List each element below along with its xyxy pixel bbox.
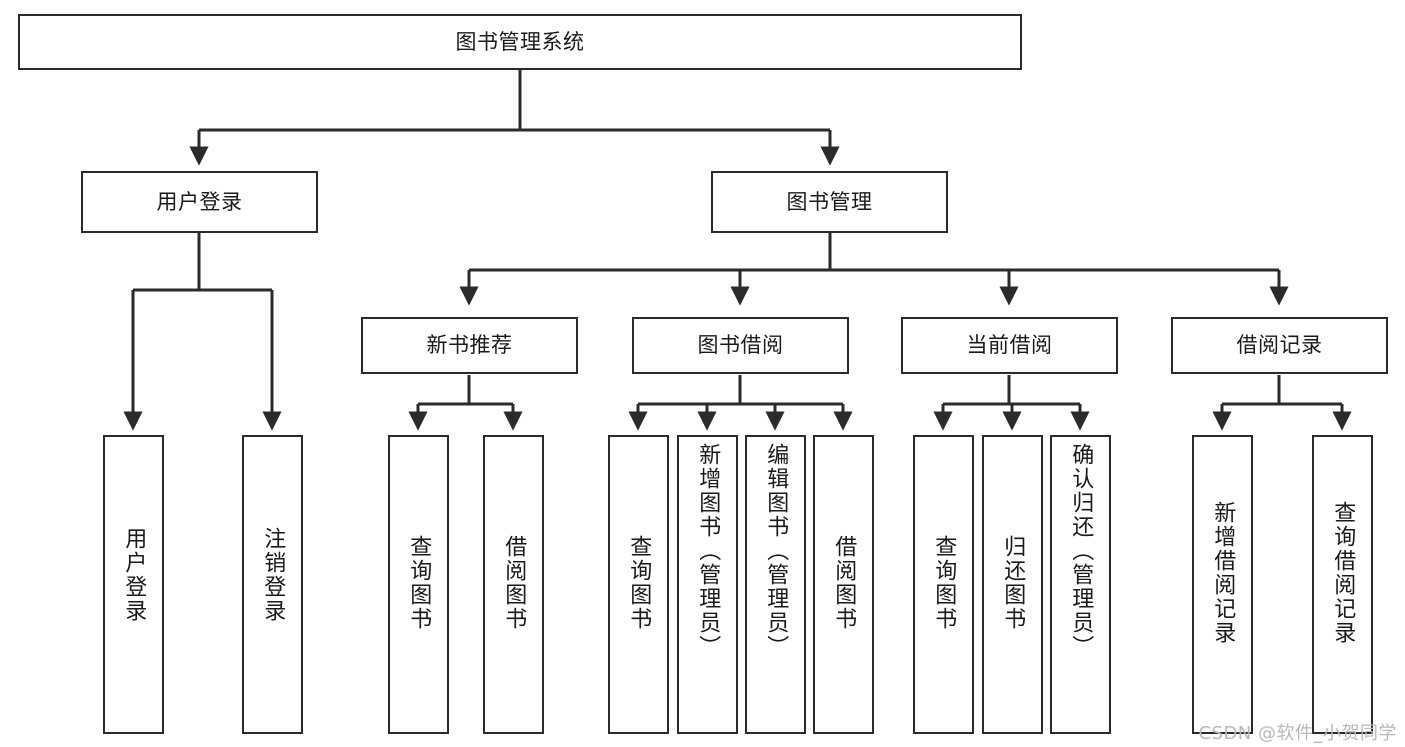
leaf-borrow-query-books[interactable]: 查询图书 bbox=[608, 435, 669, 734]
node-label: 注销登录 bbox=[260, 527, 286, 623]
node-label: 新增借阅记录 bbox=[1210, 501, 1236, 645]
leaf-current-confirm-return-admin[interactable]: 确认归还（管理员） bbox=[1050, 435, 1111, 734]
node-label: 用户登录 bbox=[156, 189, 243, 214]
node-label: 编辑图书（管理员） bbox=[763, 443, 789, 659]
node-label: 借阅记录 bbox=[1236, 333, 1323, 358]
node-label: 借阅图书 bbox=[501, 535, 527, 631]
leaf-borrow-edit-book-admin[interactable]: 编辑图书（管理员） bbox=[745, 435, 806, 734]
leaf-borrow-add-book-admin[interactable]: 新增图书（管理员） bbox=[677, 435, 738, 734]
leaf-borrow-borrow-books[interactable]: 借阅图书 bbox=[813, 435, 874, 734]
node-label: 借阅图书 bbox=[831, 535, 857, 631]
leaf-user-login[interactable]: 用户登录 bbox=[103, 435, 164, 734]
node-user-login[interactable]: 用户登录 bbox=[81, 171, 318, 233]
node-label: 图书借阅 bbox=[697, 333, 784, 358]
node-label: 用户登录 bbox=[121, 527, 147, 623]
watermark-text: CSDN @软件_小贺同学 bbox=[1198, 723, 1397, 744]
leaf-logout[interactable]: 注销登录 bbox=[242, 435, 303, 734]
leaf-newbook-query-books[interactable]: 查询图书 bbox=[388, 435, 449, 734]
node-borrow-record[interactable]: 借阅记录 bbox=[1171, 317, 1388, 374]
leaf-newbook-borrow-books[interactable]: 借阅图书 bbox=[483, 435, 544, 734]
node-label: 归还图书 bbox=[1000, 535, 1026, 631]
leaf-current-query-books[interactable]: 查询图书 bbox=[913, 435, 974, 734]
node-new-book-recommend[interactable]: 新书推荐 bbox=[361, 317, 578, 374]
node-label: 新增图书（管理员） bbox=[695, 443, 721, 659]
node-label: 查询图书 bbox=[626, 535, 652, 631]
node-label: 确认归还（管理员） bbox=[1068, 443, 1094, 659]
node-label: 查询借阅记录 bbox=[1330, 501, 1356, 645]
leaf-current-return-books[interactable]: 归还图书 bbox=[982, 435, 1043, 734]
node-book-borrow[interactable]: 图书借阅 bbox=[632, 317, 849, 374]
leaf-record-add-record[interactable]: 新增借阅记录 bbox=[1192, 435, 1253, 734]
node-book-management[interactable]: 图书管理 bbox=[711, 171, 948, 233]
leaf-record-query-record[interactable]: 查询借阅记录 bbox=[1312, 435, 1373, 734]
node-label: 图书管理 bbox=[786, 189, 873, 214]
node-label: 查询图书 bbox=[931, 535, 957, 631]
node-current-borrow[interactable]: 当前借阅 bbox=[901, 317, 1118, 374]
node-label: 当前借阅 bbox=[966, 333, 1053, 358]
node-root-book-management-system[interactable]: 图书管理系统 bbox=[18, 14, 1022, 70]
node-label: 查询图书 bbox=[406, 535, 432, 631]
node-label: 图书管理系统 bbox=[455, 29, 585, 54]
node-label: 新书推荐 bbox=[426, 333, 513, 358]
